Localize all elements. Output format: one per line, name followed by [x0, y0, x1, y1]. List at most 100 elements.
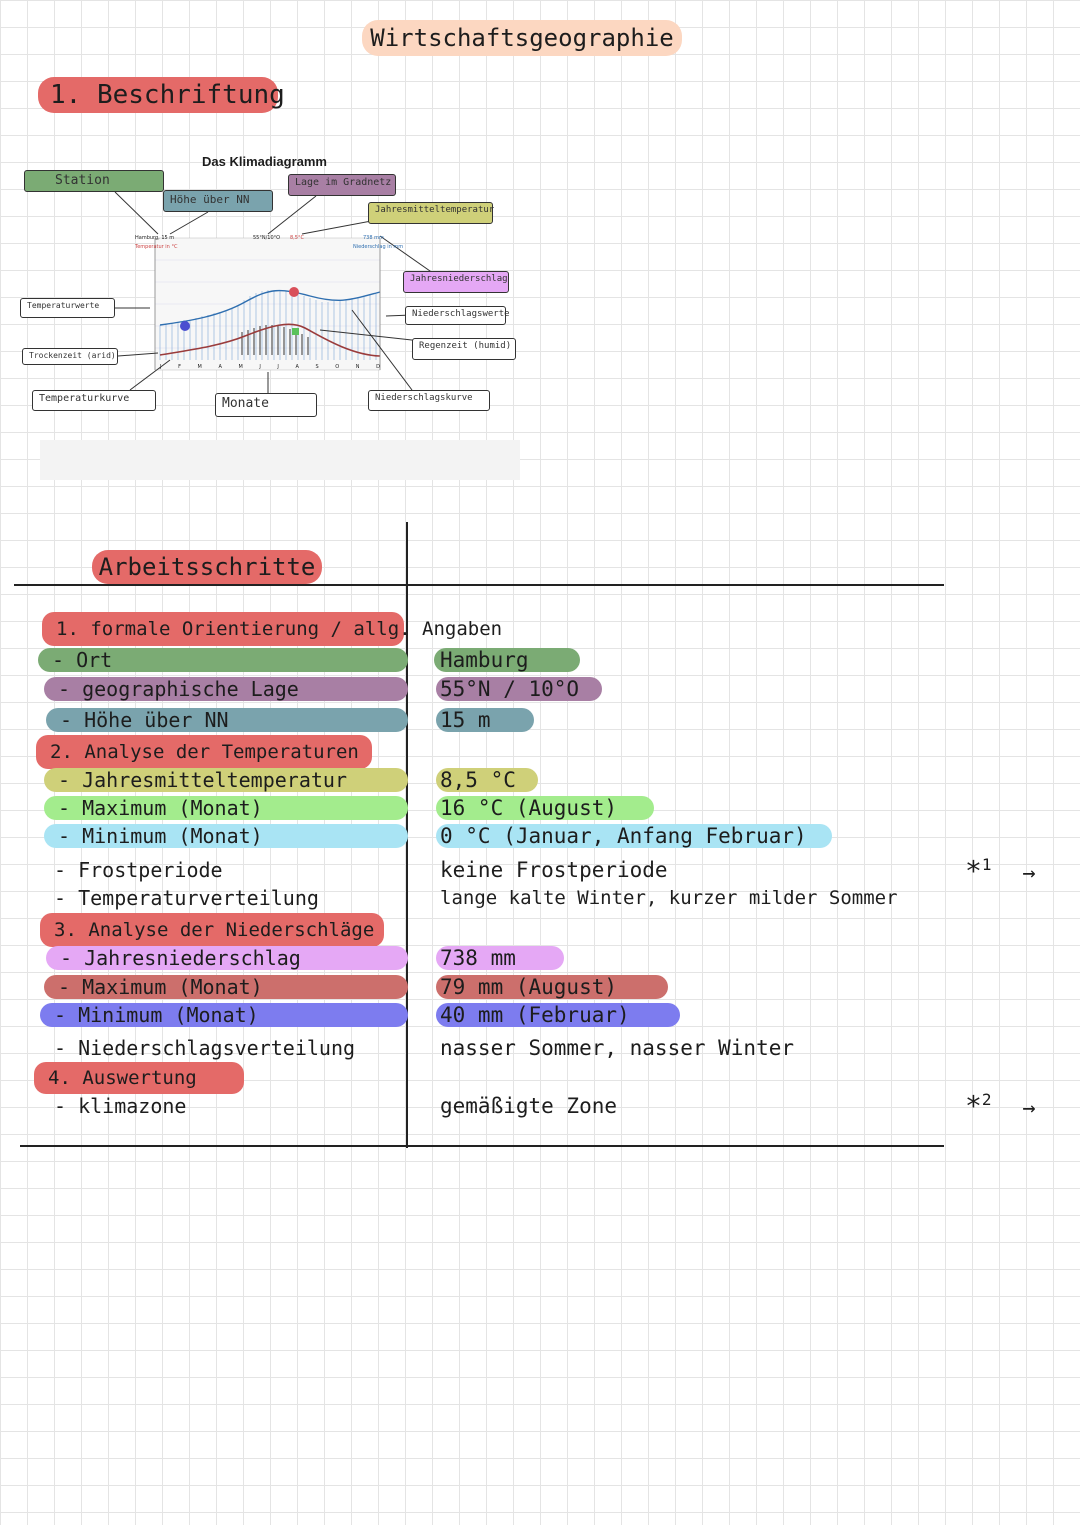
row-highlight-left	[38, 648, 408, 672]
table-bottom-rule	[20, 1145, 944, 1147]
temp-max-marker	[292, 328, 299, 335]
step-label: - Maximum (Monat)	[58, 796, 263, 820]
row-highlight-left	[46, 708, 408, 732]
section-heading-arbeitsschritte-text: Arbeitsschritte	[98, 553, 316, 581]
label-station: Station	[24, 170, 164, 192]
step-value: 0 °C (Januar, Anfang Februar)	[440, 824, 807, 848]
label-niederschlagswerte: Niederschlagswerte	[405, 306, 510, 325]
step-label: - Frostperiode	[54, 858, 223, 882]
label-temperaturkurve: Temperaturkurve	[32, 390, 156, 411]
climate-diagram-figure: Das Klimadiagramm	[20, 150, 520, 485]
label-regenzeit: Regenzeit (humid)	[412, 338, 516, 360]
page-title: Wirtschaftsgeographie	[362, 20, 682, 56]
humid-stripes	[241, 325, 309, 355]
label-line-lage	[267, 195, 317, 235]
month-label: S	[315, 364, 319, 370]
step-label: - Minimum (Monat)	[54, 1003, 259, 1027]
step-label: - Ort	[52, 648, 113, 672]
step-label: - Höhe über NN	[60, 708, 229, 732]
row-highlight-right	[436, 768, 538, 792]
chart-grid	[155, 259, 380, 349]
row-highlight-left	[36, 735, 372, 769]
label-trockenzeit: Trockenzeit (arid)	[22, 348, 118, 365]
row-highlight-right	[436, 677, 602, 701]
step-label: - Temperaturverteilung	[54, 886, 319, 910]
row-highlight-right	[434, 648, 580, 672]
row-highlight-left	[44, 677, 408, 701]
footnote-2: *2 →	[965, 1085, 1036, 1124]
temp-min-marker	[180, 321, 190, 331]
row-highlight-right	[436, 824, 832, 848]
step-heading: 4. Auswertung	[48, 1067, 197, 1089]
row-highlight-right	[436, 1003, 680, 1027]
row-highlight-right	[436, 946, 564, 970]
chart-station-text: Hamburg, 15 m	[135, 235, 175, 241]
section-heading-arbeitsschritte: Arbeitsschritte	[92, 550, 322, 584]
month-label: F	[178, 364, 181, 370]
step-label: - klimazone	[54, 1094, 187, 1118]
step-label: - geographische Lage	[58, 677, 299, 701]
precipitation-curve	[159, 289, 381, 326]
label-lage: Lage im Gradnetz	[288, 174, 396, 196]
label-line-trockenzeit	[117, 352, 159, 357]
label-line-temperaturkurve	[129, 359, 171, 391]
label-jahresmittel: Jahresmitteltemperatur	[368, 202, 494, 224]
footnote-2-arrow: →	[1022, 1096, 1036, 1122]
footnote-2-mark: *	[965, 1089, 982, 1123]
chart-temp-axis-text: Temperatur in °C	[135, 244, 178, 250]
footnote-1: *1 →	[965, 850, 1036, 889]
step-heading: 2. Analyse der Temperaturen	[50, 741, 359, 763]
step-label: - Niederschlagsverteilung	[54, 1036, 356, 1060]
footnote-2-number: 2	[981, 1090, 992, 1109]
step-value: keine Frostperiode	[440, 858, 668, 882]
step-label: - Jahresmitteltemperatur	[58, 768, 347, 792]
diagram-heading: Das Klimadiagramm	[202, 154, 327, 169]
step-value: 16 °C (August)	[440, 796, 618, 820]
label-jahresniederschlag: Jahresniederschlag	[403, 271, 509, 293]
step-value: lange kalte Winter, kurzer milder Sommer	[440, 887, 898, 909]
month-label: D	[376, 364, 380, 370]
step-value: 79 mm (August)	[440, 975, 618, 999]
row-highlight-left	[44, 796, 408, 820]
step-label: - Jahresniederschlag	[60, 946, 301, 970]
label-niederschlagskurve: Niederschlagskurve	[368, 390, 490, 411]
row-highlight-left	[46, 946, 408, 970]
chart-coords-text: 55°N/10°O	[253, 235, 281, 241]
section-heading-beschriftung: 1. Beschriftung	[38, 77, 285, 113]
precip-max-marker	[289, 287, 299, 297]
step-value: gemäßigte Zone	[440, 1094, 618, 1118]
chart-month-axis: J F M A M J J A S O N D	[160, 364, 380, 370]
footnote-1-number: 1	[981, 855, 992, 874]
month-label: J	[160, 364, 162, 370]
diagram-caption-area	[40, 440, 520, 480]
row-highlight-left	[44, 768, 408, 792]
chart-precip-axis-text: Niederschlag in mm	[353, 244, 404, 250]
temperature-curve	[159, 323, 381, 357]
step-value: 8,5 °C	[440, 768, 516, 792]
month-label: A	[218, 364, 222, 370]
month-label: M	[238, 364, 243, 370]
step-label: - Maximum (Monat)	[58, 975, 263, 999]
month-label: J	[277, 364, 279, 370]
month-label: M	[197, 364, 202, 370]
step-value: 55°N / 10°O	[440, 677, 580, 701]
step-value: 40 mm (Februar)	[440, 1003, 630, 1027]
label-line-station	[114, 191, 159, 235]
step-value: 15 m	[440, 708, 491, 732]
step-value: 738 mm	[440, 946, 516, 970]
row-highlight-left	[34, 1062, 244, 1094]
step-value: nasser Sommer, nasser Winter	[440, 1036, 795, 1060]
row-highlight-left	[40, 1003, 408, 1027]
row-highlight-right	[436, 796, 654, 820]
section-heading-beschriftung-text: 1. Beschriftung	[50, 80, 285, 110]
label-line-regenzeit	[319, 329, 431, 343]
climate-chart	[114, 191, 451, 393]
step-heading: 1. formale Orientierung / allg. Angaben	[56, 618, 503, 640]
label-temperaturwerte: Temperaturwerte	[20, 298, 115, 318]
step-heading: 3. Analyse der Niederschläge	[54, 919, 375, 941]
chart-mean-temp-text: 8,5°C	[290, 235, 304, 241]
chart-precip-total-text: 738 mm	[363, 235, 384, 241]
step-label: - Minimum (Monat)	[58, 824, 263, 848]
month-label: A	[295, 364, 299, 370]
label-hoehe: Höhe über NN	[163, 190, 273, 212]
